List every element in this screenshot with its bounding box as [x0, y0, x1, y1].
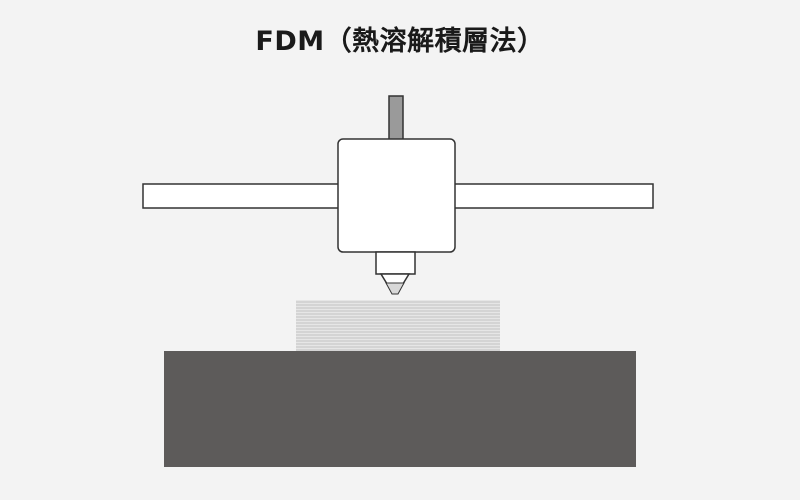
nozzle-body: [375, 251, 416, 275]
build-platform-icon: [164, 351, 636, 467]
nozzle-tip: [385, 282, 405, 295]
printed-layers-block: [296, 300, 500, 351]
diagram-title: FDM（熱溶解積層法）: [255, 26, 545, 57]
print-head-icon: [337, 138, 456, 253]
filament-rod-icon: [388, 95, 404, 142]
printed-layers-icon: [296, 300, 500, 351]
